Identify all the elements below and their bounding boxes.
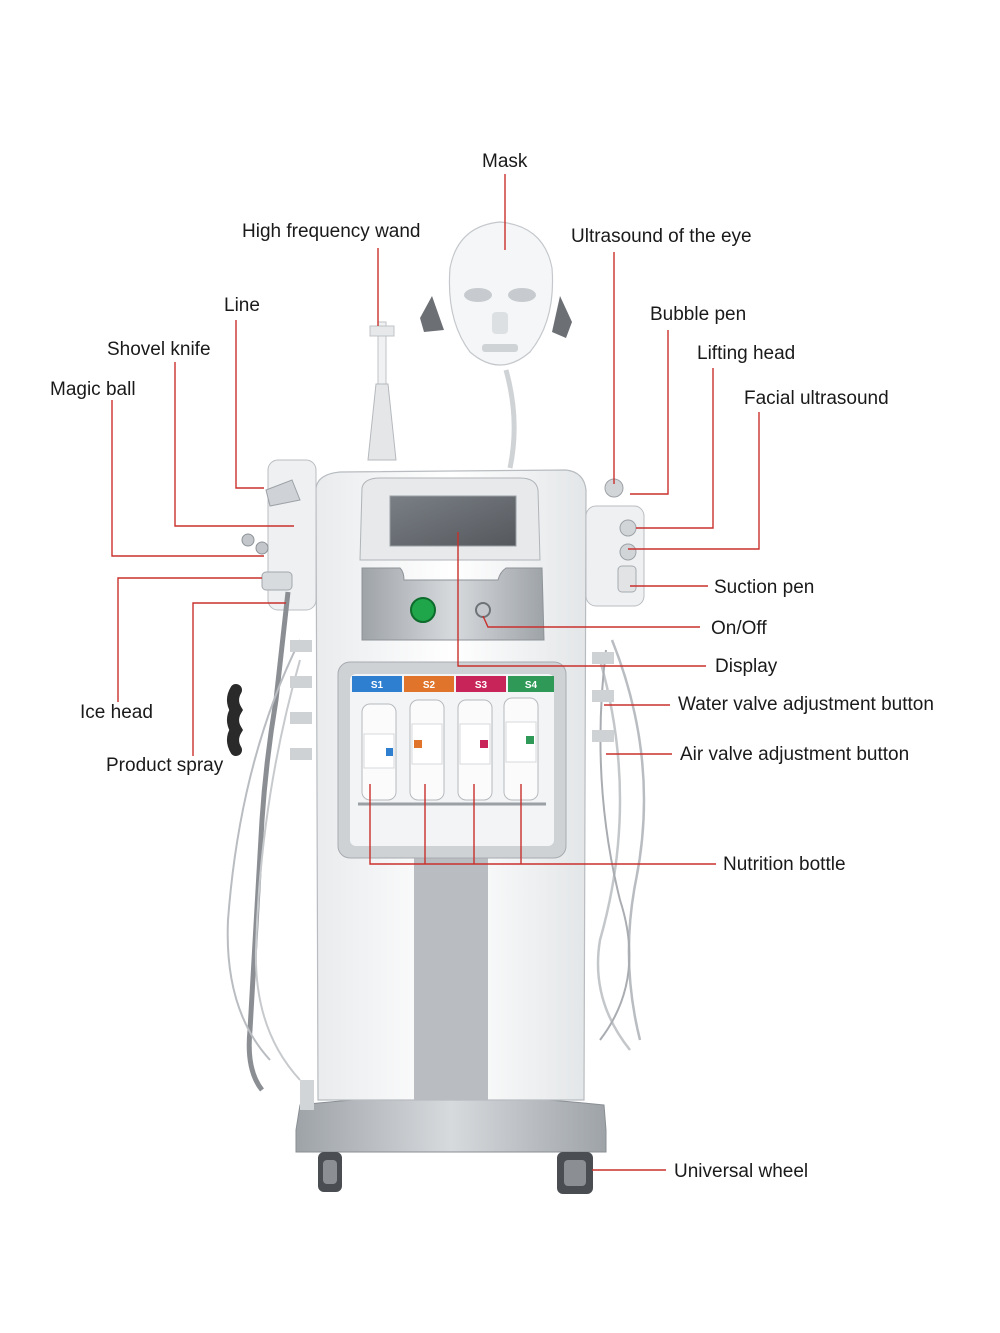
label-product-spray: Product spray (106, 755, 224, 776)
tab-s3-label: S3 (475, 680, 488, 691)
machine-cabinet (315, 469, 587, 1101)
label-high-frequency-wand: High frequency wand (242, 221, 421, 242)
right-handpieces (585, 478, 646, 1051)
label-mask: Mask (482, 151, 528, 172)
label-display: Display (715, 656, 778, 677)
label-lifting-head: Lifting head (697, 343, 796, 364)
label-shovel-knife: Shovel knife (107, 339, 211, 360)
label-water-valve: Water valve adjustment button (678, 694, 934, 715)
tab-s4-label: S4 (525, 680, 538, 691)
on-off-knob (475, 602, 491, 618)
label-ice-head: Ice head (80, 702, 153, 723)
led-mask-shape (448, 221, 554, 366)
label-on-off: On/Off (711, 618, 767, 639)
tab-s2-label: S2 (423, 680, 436, 691)
label-nutrition-bottle: Nutrition bottle (723, 854, 846, 875)
machine-base (295, 1080, 607, 1194)
bottle-tab-labels: S1 S2 S3 S4 (371, 680, 538, 691)
tab-s1-shape (352, 676, 402, 692)
label-universal-wheel: Universal wheel (674, 1161, 809, 1182)
left-handpieces (226, 459, 317, 1092)
mask-and-wand (367, 221, 572, 469)
tab-s1-label: S1 (371, 680, 384, 691)
label-air-valve: Air valve adjustment button (680, 744, 910, 765)
tab-s4-shape (508, 676, 554, 692)
label-ultrasound-eye: Ultrasound of the eye (571, 226, 752, 247)
power-button-shape (410, 597, 436, 623)
label-suction-pen: Suction pen (714, 577, 815, 598)
nutrition-bottles (358, 697, 546, 806)
tab-s2-shape (404, 676, 454, 692)
leader-lines (111, 174, 760, 1171)
label-bubble-pen: Bubble pen (650, 304, 747, 325)
label-line: Line (224, 295, 260, 316)
label-magic-ball: Magic ball (50, 379, 136, 400)
label-facial-ultrasound: Facial ultrasound (744, 388, 889, 409)
high-frequency-wand-shape (367, 383, 397, 461)
display-screen (389, 495, 517, 547)
tab-s3-shape (456, 676, 506, 692)
